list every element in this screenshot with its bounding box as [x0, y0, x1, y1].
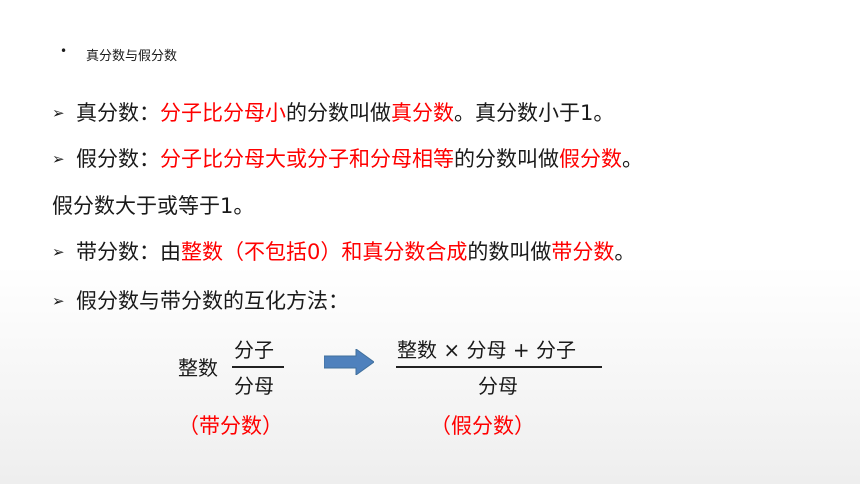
small-bullet: •	[60, 44, 68, 58]
mixed-whole-part: 整数	[178, 356, 218, 380]
line4-part-c: 的数叫做	[467, 240, 552, 264]
line1-part-b: 分子比分母小	[160, 101, 286, 125]
arrow-bullet-icon: ➢	[52, 150, 65, 168]
line3-text: 假分数大于或等于1。	[52, 194, 255, 218]
improper-fraction-label: （假分数）	[430, 414, 535, 438]
improper-fraction-bar	[396, 366, 602, 368]
line1-part-a: 真分数：	[76, 101, 160, 125]
line-improper-note: 假分数大于或等于1。	[52, 190, 254, 220]
line-mixed-number: ➢ 带分数：由整数（不包括0）和真分数合成的数叫做带分数。	[52, 236, 635, 266]
arrow-bullet-icon: ➢	[52, 243, 65, 261]
line2-part-e: 。	[622, 147, 643, 171]
slide-heading: 真分数与假分数	[86, 49, 178, 64]
line4-part-d: 带分数	[551, 240, 615, 264]
conversion-arrow-icon	[324, 349, 374, 375]
line1-part-e: 。真分数小于1。	[454, 101, 615, 125]
line-improper-fraction: ➢ 假分数：分子比分母大或分子和分母相等的分数叫做假分数。	[52, 143, 643, 173]
line5-text: 假分数与带分数的互化方法：	[76, 289, 349, 313]
line2-part-b: 分子比分母大或分子和分母相等	[160, 147, 454, 171]
arrow-bullet-icon: ➢	[52, 104, 65, 122]
line2-part-d: 假分数	[559, 147, 622, 171]
mixed-fraction-bar	[232, 366, 284, 368]
line-conversion-method: ➢ 假分数与带分数的互化方法：	[52, 285, 349, 315]
mixed-denominator: 分母	[234, 374, 274, 398]
line4-part-e: 。	[614, 240, 636, 264]
improper-denominator: 分母	[478, 374, 518, 398]
line2-part-a: 假分数：	[76, 147, 160, 171]
mixed-number-label: （带分数）	[178, 414, 283, 438]
line2-part-c: 的分数叫做	[454, 147, 559, 171]
line1-part-d: 真分数	[391, 101, 454, 125]
line-proper-fraction: ➢ 真分数：分子比分母小的分数叫做真分数。真分数小于1。	[52, 97, 614, 127]
line1-part-c: 的分数叫做	[286, 101, 391, 125]
line4-part-a: 带分数：由	[76, 240, 181, 264]
line4-part-b: 整数（不包括0）和真分数合成	[181, 240, 468, 264]
improper-numerator: 整数 × 分母 + 分子	[397, 338, 576, 362]
arrow-bullet-icon: ➢	[52, 292, 65, 310]
mixed-numerator: 分子	[234, 338, 274, 362]
